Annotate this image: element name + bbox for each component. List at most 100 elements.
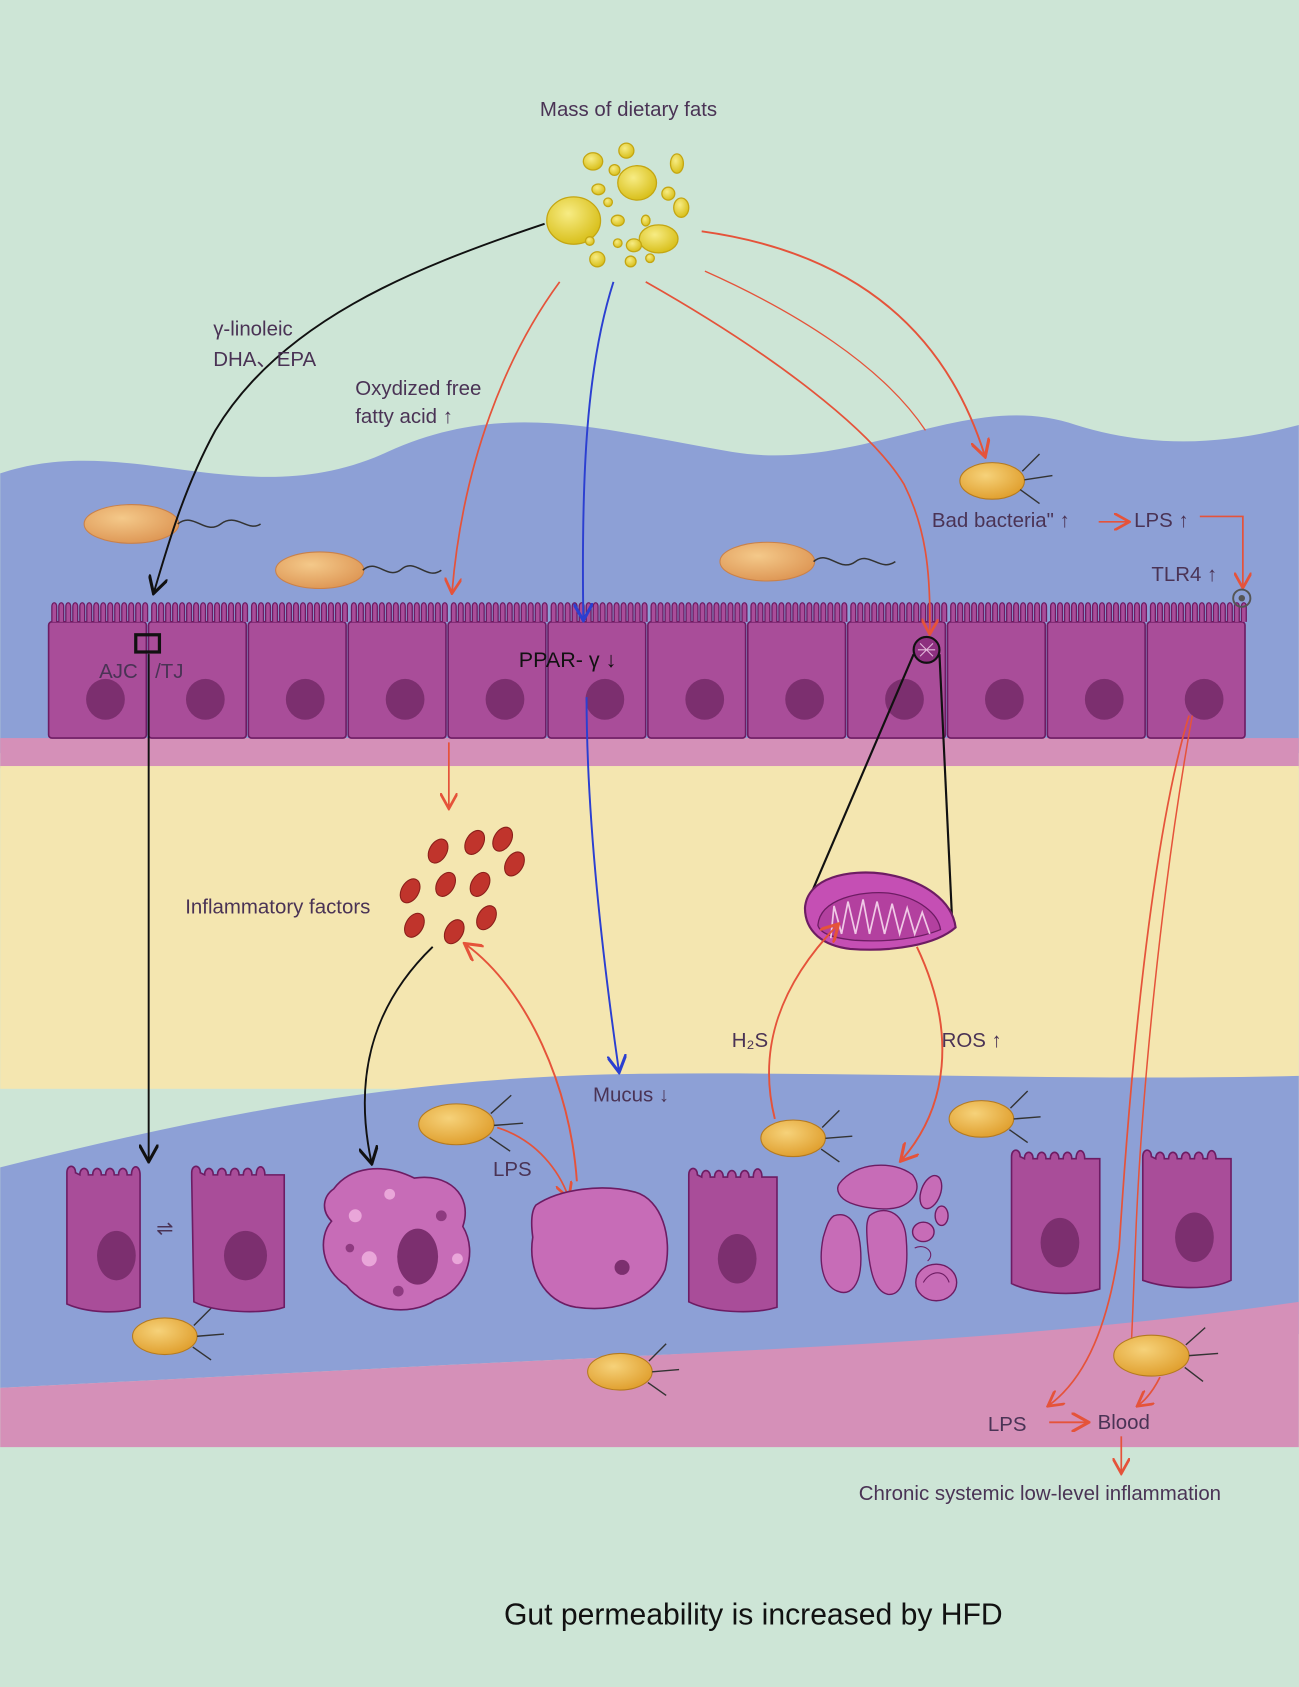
nucleus (1084, 678, 1124, 720)
bacterium-lumen-2 (275, 551, 442, 590)
epithelial-cell (47, 602, 149, 739)
arrow-bacteria-to-lps-cell (497, 1126, 568, 1197)
microvilli (650, 602, 748, 622)
epithelial-cell (846, 602, 948, 739)
arrow-oxidized-to-epithelium (452, 281, 561, 592)
microvilli (850, 602, 948, 622)
junction-box (134, 633, 162, 654)
microvilli (350, 602, 448, 622)
label-mucus: Mucus ↓ (593, 1084, 669, 1107)
label-chronic-inflammation: Chronic systemic low-level inflammation (859, 1482, 1221, 1505)
bad-bacterium-top (959, 453, 1053, 505)
epithelial-cell (1046, 602, 1148, 739)
label-equilibrium: ⇌ (156, 1217, 173, 1240)
microvilli (450, 602, 548, 622)
lower-cell-4 (1010, 1149, 1101, 1295)
nucleus (1184, 678, 1224, 720)
nucleus (285, 678, 325, 720)
nucleus (985, 678, 1024, 720)
tlr4-receptor (1232, 588, 1252, 608)
epithelial-cell-row (47, 602, 1247, 739)
basement-membrane (0, 738, 1299, 769)
arrow-epithelium-to-blood (1130, 715, 1194, 1351)
inflammatory-factors-cluster (399, 826, 525, 945)
nucleus (785, 678, 824, 720)
label-h2s: H₂S (732, 1029, 768, 1052)
label-oxidized-2: fatty acid ↑ (355, 405, 453, 428)
lamina-propria-band (0, 766, 1299, 1089)
caption: Gut permeability is increased by HFD (504, 1599, 1003, 1632)
microvilli (151, 602, 249, 622)
lower-cell-5 (1141, 1149, 1232, 1289)
arrow-fats-to-mitochondrion (645, 281, 930, 633)
epithelial-cell (447, 602, 548, 739)
arrow-epithelium-to-blood-lps (1049, 715, 1190, 1405)
epithelial-cell (147, 602, 249, 739)
arrow-fats-to-bad-bacteria-2 (704, 270, 927, 431)
bacterium-lower-3 (948, 1090, 1041, 1144)
epithelial-cell (647, 602, 748, 739)
epithelial-cell (1146, 602, 1247, 739)
label-oxidized-1: Oxydized free (355, 377, 481, 400)
arrow-h2s-to-mitochondrion (768, 925, 837, 1120)
microvilli (250, 602, 348, 622)
arrow-bacterium-to-blood (1138, 1376, 1161, 1405)
label-bad-bacteria: Bad bacteria" ↑ (932, 509, 1070, 532)
epithelial-cell (247, 602, 348, 739)
microvilli (1149, 602, 1247, 622)
epithelial-cell (746, 602, 848, 739)
nucleus (685, 678, 725, 720)
lower-cell-3 (687, 1167, 778, 1313)
arrow-ppar-to-mucus (585, 697, 619, 1070)
bacterium-lumen-3 (719, 541, 896, 582)
bacterium-lumen-1 (83, 504, 261, 544)
label-inflammatory-factors: Inflammatory factors (185, 895, 370, 918)
label-ppar: PPAR- γ ↓ (519, 648, 617, 672)
bacterium-lower-4 (131, 1307, 225, 1361)
epithelial-cell (946, 602, 1048, 739)
label-lps-bottom: LPS (988, 1413, 1027, 1436)
damaged-cell-lps (530, 1187, 669, 1310)
label-blood: Blood (1098, 1411, 1150, 1434)
microvilli (950, 602, 1048, 622)
bacterium-lower-5 (587, 1343, 680, 1397)
label-dietary-fats: Mass of dietary fats (540, 98, 717, 121)
bacterium-lower-1 (418, 1094, 524, 1152)
nucleus (485, 678, 525, 720)
arrow-lps-cell-to-inflammatory (466, 945, 578, 1182)
arrow-fats-to-ppar (583, 281, 615, 619)
label-ajc: AJC (99, 660, 138, 683)
epithelial-cell (547, 602, 648, 739)
microvilli (1049, 602, 1148, 622)
nucleus (885, 678, 924, 720)
bacterium-blood (1113, 1327, 1219, 1383)
arrow-inflammatory-to-damaged-cell (365, 946, 434, 1162)
nucleus (86, 678, 125, 720)
nucleus (185, 678, 225, 720)
arrow-mitochondrion-to-ros (902, 946, 944, 1160)
dietary-fat-cluster (546, 142, 690, 268)
arrow-linoleic-to-junction (154, 222, 545, 592)
microvilli (750, 602, 848, 622)
bacterium-lower-2 (760, 1109, 853, 1163)
label-dha-epa: DHA、EPA (213, 348, 316, 371)
label-ros: ROS ↑ (942, 1029, 1002, 1052)
nucleus (585, 678, 625, 720)
microvilli (51, 602, 149, 622)
label-linoleic: γ-linoleic (213, 318, 293, 341)
damaged-cell-inflamed (322, 1167, 471, 1311)
label-tlr4: TLR4 ↑ (1151, 563, 1217, 586)
lower-cell-2 (190, 1165, 286, 1313)
arrow-lps-to-tlr4 (1199, 515, 1243, 586)
mitochondrion-zoom (803, 635, 957, 951)
label-lps-mid: LPS (493, 1158, 532, 1181)
label-lps-top: LPS ↑ (1134, 509, 1189, 532)
lower-cell-1 (66, 1165, 141, 1313)
label-tj: /TJ (155, 660, 183, 683)
fragmented-mitochondria (820, 1164, 958, 1302)
nucleus (385, 678, 425, 720)
epithelial-cell (347, 602, 448, 739)
arrow-fats-to-bad-bacteria (701, 230, 985, 455)
